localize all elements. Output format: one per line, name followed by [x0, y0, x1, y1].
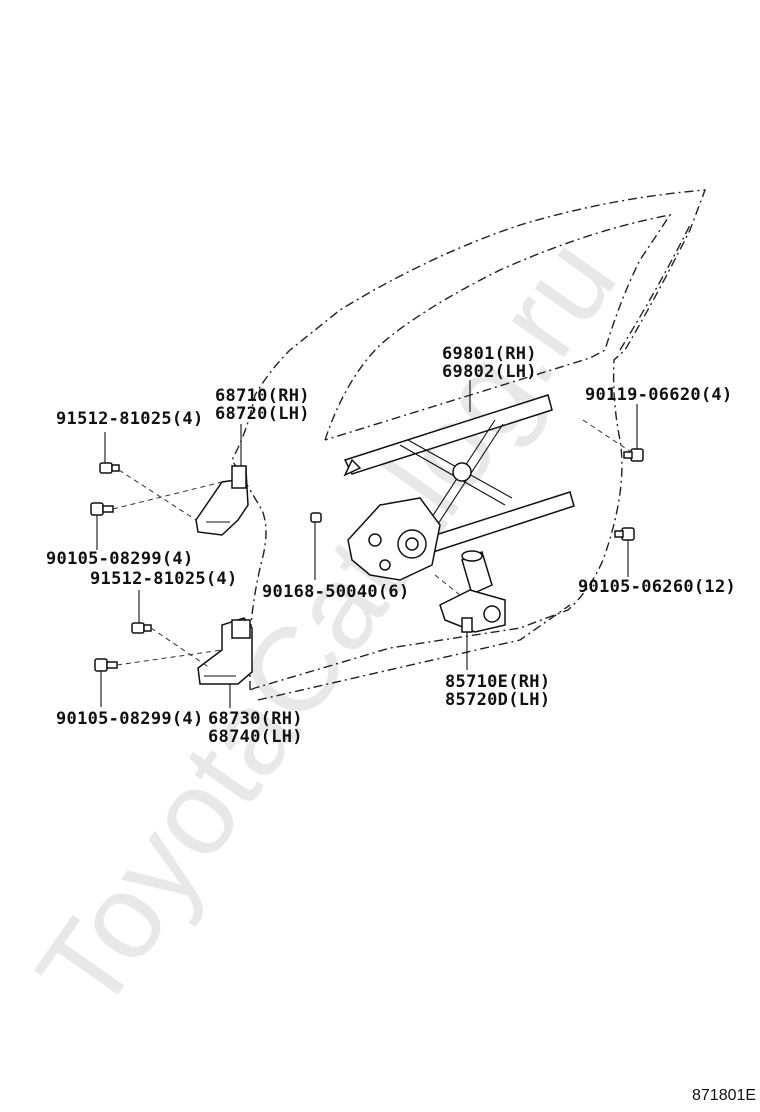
bolt-lower-left-2 — [94, 658, 118, 672]
label-regulator-lh: 69802(LH) — [442, 362, 537, 382]
label-regulator-rh: 69801(RH) — [442, 344, 537, 364]
label-upper-hinge-rh: 68710(RH) — [215, 386, 310, 406]
label-bolt-lower-left-1: 90105-08299(4) — [46, 549, 194, 569]
label-bolt-lower-left-2: 91512-81025(4) — [90, 569, 238, 589]
label-upper-hinge-lh: 68720(LH) — [215, 404, 310, 424]
label-lower-hinge-rh: 68730(RH) — [208, 709, 303, 729]
bolt-upper-right — [623, 448, 644, 462]
watermark: ToyotaCatalog.ru — [12, 215, 642, 1035]
label-bolt-upper-left: 91512-81025(4) — [56, 409, 204, 429]
regulator-motor — [439, 550, 506, 633]
bolt-lower-right — [614, 527, 635, 541]
label-motor-rh: 85710E(RH) — [445, 672, 550, 692]
label-lower-hinge-lh: 68740(LH) — [208, 727, 303, 747]
label-bolt-center: 90168-50040(6) — [262, 582, 410, 602]
label-bolt-bottom-left: 90105-08299(4) — [56, 709, 204, 729]
door-outline — [231, 189, 707, 701]
bolt-mid-left — [90, 502, 114, 516]
label-bolt-lower-right: 90105-06260(12) — [578, 577, 736, 597]
bolt-center — [310, 512, 322, 523]
bolt-upper-left — [99, 462, 120, 474]
figure-code: 871801E — [692, 1087, 756, 1104]
upper-hinge — [195, 465, 249, 536]
lower-hinge — [197, 617, 253, 685]
bolt-lower-left-1 — [131, 622, 152, 634]
assembly-lines — [112, 419, 632, 669]
label-bolt-upper-right: 90119-06620(4) — [585, 385, 733, 405]
window-regulator — [343, 394, 575, 581]
leader-lines — [96, 380, 638, 708]
label-motor-lh: 85720D(LH) — [445, 690, 550, 710]
